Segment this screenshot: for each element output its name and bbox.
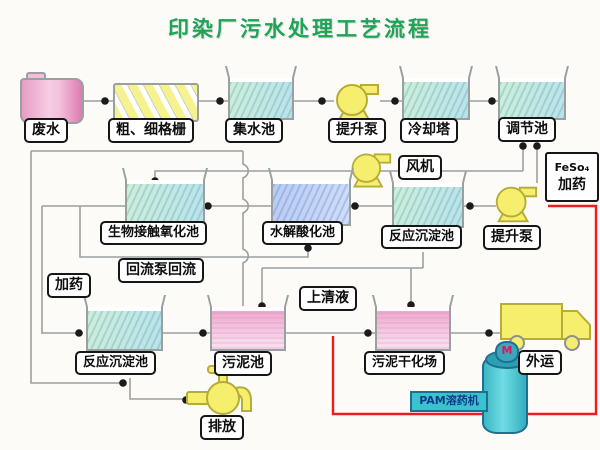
hydrolysis-acidification-tank	[271, 180, 351, 226]
water-fill	[127, 184, 203, 224]
reflux-pump-return-label: 回流泵回流	[118, 258, 204, 283]
lift-pump-icon-mid	[495, 186, 538, 223]
water-fill	[212, 311, 284, 349]
pam-motor-icon: M	[495, 341, 519, 363]
sludge-pool-label: 污泥池	[214, 351, 272, 376]
dosing-label: 加药	[47, 273, 91, 298]
water-fill	[404, 82, 468, 118]
feso4-formula: FeSo₄	[554, 160, 590, 174]
sludge-drying-field-label: 污泥干化场	[364, 351, 446, 375]
reaction-sedimentation-mid-label: 反应沉淀池	[381, 225, 463, 249]
feso4-dosing-label: FeSo₄ 加药	[545, 152, 599, 202]
discharge-label: 排放	[200, 415, 244, 440]
regulating-pool-label: 调节池	[498, 117, 556, 142]
water-fill	[500, 82, 564, 118]
lift-pump-mid-label: 提升泵	[483, 225, 541, 250]
wastewater-tank	[20, 78, 84, 124]
lift-pump-icon-top	[336, 84, 379, 121]
fan-label: 风机	[398, 155, 442, 180]
water-fill	[88, 311, 161, 349]
collecting-pool-label: 集水池	[225, 118, 283, 143]
pam-dissolver-label: PAM溶药机	[410, 391, 488, 412]
regulating-pool-tank	[498, 78, 566, 120]
outward-transport-label: 外运	[518, 350, 562, 375]
crossing-hop-line	[242, 151, 250, 306]
reaction-sedimentation-tank-low	[86, 307, 163, 351]
cooling-tower-label: 冷却塔	[400, 118, 458, 143]
screen-grid-label: 粗、细格栅	[108, 118, 194, 143]
water-fill	[394, 187, 462, 226]
water-fill	[377, 311, 449, 349]
sludge-drying-field-tank	[375, 307, 451, 351]
sludge-pool-tank	[210, 307, 286, 351]
feso4-dosing-text: 加药	[558, 176, 586, 193]
cooling-tower-tank	[402, 78, 470, 120]
gray-pipe-lines	[30, 100, 538, 400]
supernatant-label: 上清液	[299, 286, 357, 311]
reaction-sedimentation-tank-mid	[392, 183, 464, 228]
hydrolysis-acidification-label: 水解酸化池	[262, 221, 344, 245]
bio-contact-oxidation-label: 生物接触氧化池	[100, 221, 208, 245]
bar-screen-icon	[113, 83, 199, 122]
diagram-title: 印染厂污水处理工艺流程	[168, 17, 432, 41]
bio-contact-oxidation-tank	[125, 180, 205, 226]
fan-blower-icon	[351, 153, 392, 188]
water-fill	[273, 184, 349, 224]
lift-pump-top-label: 提升泵	[328, 118, 386, 143]
reaction-sedimentation-low-label: 反应沉淀池	[75, 351, 157, 375]
collecting-pool-tank	[228, 78, 294, 120]
water-fill	[230, 82, 292, 118]
red-dosing-line	[331, 204, 598, 416]
wastewater-tank-notch	[26, 72, 46, 83]
wastewater-label: 废水	[24, 118, 68, 143]
